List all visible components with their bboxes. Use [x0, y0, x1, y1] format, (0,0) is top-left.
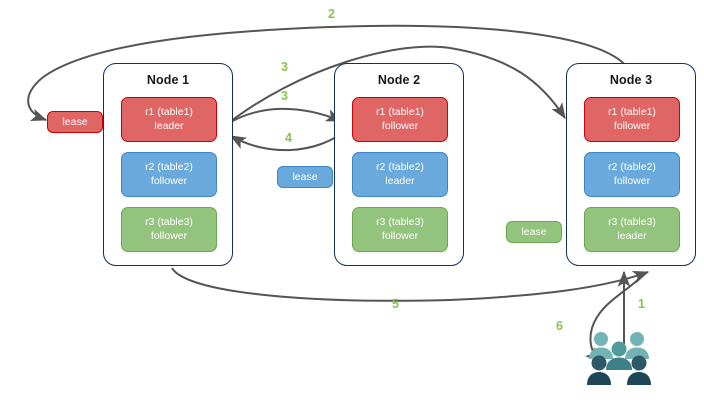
replica-name: r1 (table1) [608, 106, 656, 118]
replica-role: follower [613, 119, 651, 132]
replica-role: follower [613, 174, 651, 187]
replica-role: leader [617, 229, 647, 242]
node-title: Node 1 [146, 73, 190, 87]
replica-role: follower [381, 229, 419, 242]
node-title: Node 2 [377, 73, 421, 87]
replica-node2-r1[interactable]: r1 (table1) follower [352, 97, 448, 142]
replica-name: r1 (table1) [376, 106, 424, 118]
replica-node1-r2[interactable]: r2 (table2) follower [121, 152, 217, 197]
replica-name: r3 (table3) [145, 216, 193, 228]
lease-label: lease [292, 171, 318, 183]
step-label-3-long: 3 [281, 60, 288, 74]
replica-node3-r1[interactable]: r1 (table1) follower [584, 97, 680, 142]
step-label-6: 6 [556, 319, 563, 333]
replica-role: leader [385, 174, 415, 187]
replica-role: follower [381, 119, 419, 132]
replica-node3-r3[interactable]: r3 (table3) leader [584, 207, 680, 252]
lease-label: lease [62, 116, 88, 128]
node-box-node3[interactable]: Node 3 r1 (table1) follower r2 (table2) … [566, 63, 696, 266]
node-box-node1[interactable]: Node 1 r1 (table1) leader r2 (table2) fo… [103, 63, 233, 266]
step-label-3-short: 3 [281, 89, 288, 103]
arrow-step-3-short [223, 107, 343, 127]
replica-name: r2 (table2) [376, 161, 424, 173]
replica-role: leader [154, 119, 184, 132]
replica-name: r2 (table2) [145, 161, 193, 173]
lease-chip-r2: lease [277, 166, 333, 188]
replica-name: r3 (table3) [376, 216, 424, 228]
replica-node1-r1[interactable]: r1 (table1) leader [121, 97, 217, 142]
arrow-step-5 [171, 267, 650, 302]
step-label-4: 4 [285, 131, 292, 145]
users-icon [587, 332, 651, 385]
step-label-1: 1 [638, 297, 645, 311]
step-label-5: 5 [392, 297, 399, 311]
step-label-2: 2 [328, 7, 335, 21]
replica-node3-r2[interactable]: r2 (table2) follower [584, 152, 680, 197]
node-box-node2[interactable]: Node 2 r1 (table1) follower r2 (table2) … [334, 63, 464, 266]
replica-node2-r3[interactable]: r3 (table3) follower [352, 207, 448, 252]
node-title: Node 3 [609, 73, 653, 87]
replica-role: follower [150, 229, 188, 242]
replica-name: r2 (table2) [608, 161, 656, 173]
replica-name: r3 (table3) [608, 216, 656, 228]
lease-chip-r3: lease [506, 221, 562, 243]
lease-chip-r1: lease [47, 111, 103, 133]
replica-node2-r2[interactable]: r2 (table2) leader [352, 152, 448, 197]
lease-label: lease [521, 226, 547, 238]
replica-role: follower [150, 174, 188, 187]
replica-node1-r3[interactable]: r3 (table3) follower [121, 207, 217, 252]
replica-name: r1 (table1) [145, 106, 193, 118]
